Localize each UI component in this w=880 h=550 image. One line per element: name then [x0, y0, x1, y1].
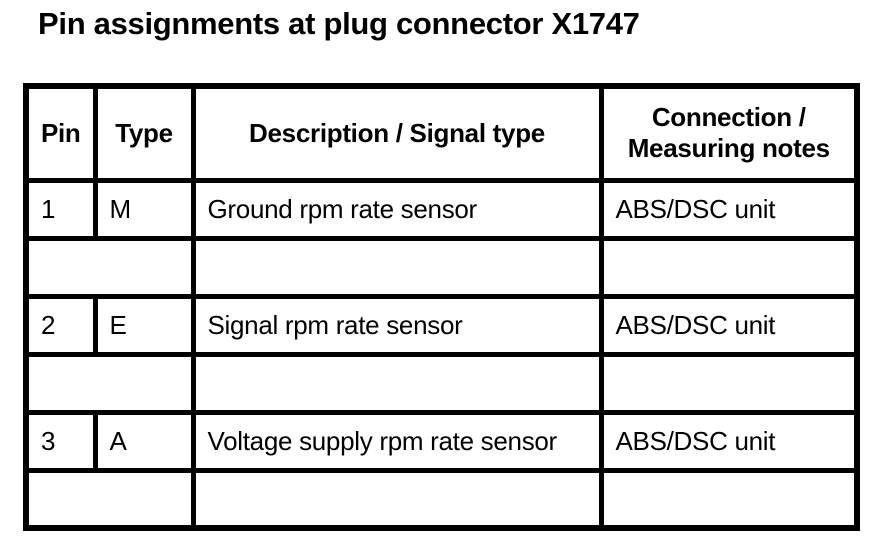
column-header-type: Type [92, 83, 196, 183]
cell-connection: ABS/DSC unit [598, 177, 860, 241]
cell-connection: ABS/DSC unit [598, 409, 860, 473]
cell-connection-empty [598, 467, 860, 531]
cell-pin-type: M [92, 177, 196, 241]
table-row-pin-2: 2 E Signal rpm rate sensor ABS/DSC unit [23, 293, 860, 357]
table-row-pin-3: 3 A Voltage supply rpm rate sensor ABS/D… [23, 409, 860, 473]
cell-description: Ground rpm rate sensor [190, 177, 604, 241]
table-header-row: Pin Type Description / Signal type Conne… [23, 83, 860, 183]
cell-connection: ABS/DSC unit [598, 293, 860, 357]
cell-pin-type-merged-empty [23, 351, 196, 415]
cell-pin-type: E [92, 293, 196, 357]
cell-connection-empty [598, 351, 860, 415]
cell-pin-type-merged-empty [23, 235, 196, 299]
table-spacer-row [23, 235, 860, 299]
column-header-pin: Pin [23, 83, 98, 183]
cell-description-empty [190, 467, 604, 531]
cell-pin-type-merged-empty [23, 467, 196, 531]
cell-pin-number: 1 [23, 177, 98, 241]
table-spacer-row [23, 351, 860, 415]
column-header-description: Description / Signal type [190, 83, 604, 183]
pin-assignment-table: Pin Type Description / Signal type Conne… [23, 83, 860, 531]
cell-connection-empty [598, 235, 860, 299]
column-header-connection: Connection / Measuring notes [598, 83, 860, 183]
cell-description-empty [190, 351, 604, 415]
cell-description-empty [190, 235, 604, 299]
cell-description: Signal rpm rate sensor [190, 293, 604, 357]
table-row-pin-1: 1 M Ground rpm rate sensor ABS/DSC unit [23, 177, 860, 241]
cell-pin-number: 3 [23, 409, 98, 473]
table-spacer-row [23, 467, 860, 531]
cell-pin-number: 2 [23, 293, 98, 357]
page-title: Pin assignments at plug connector X1747 [38, 6, 640, 41]
cell-description: Voltage supply rpm rate sensor [190, 409, 604, 473]
cell-pin-type: A [92, 409, 196, 473]
